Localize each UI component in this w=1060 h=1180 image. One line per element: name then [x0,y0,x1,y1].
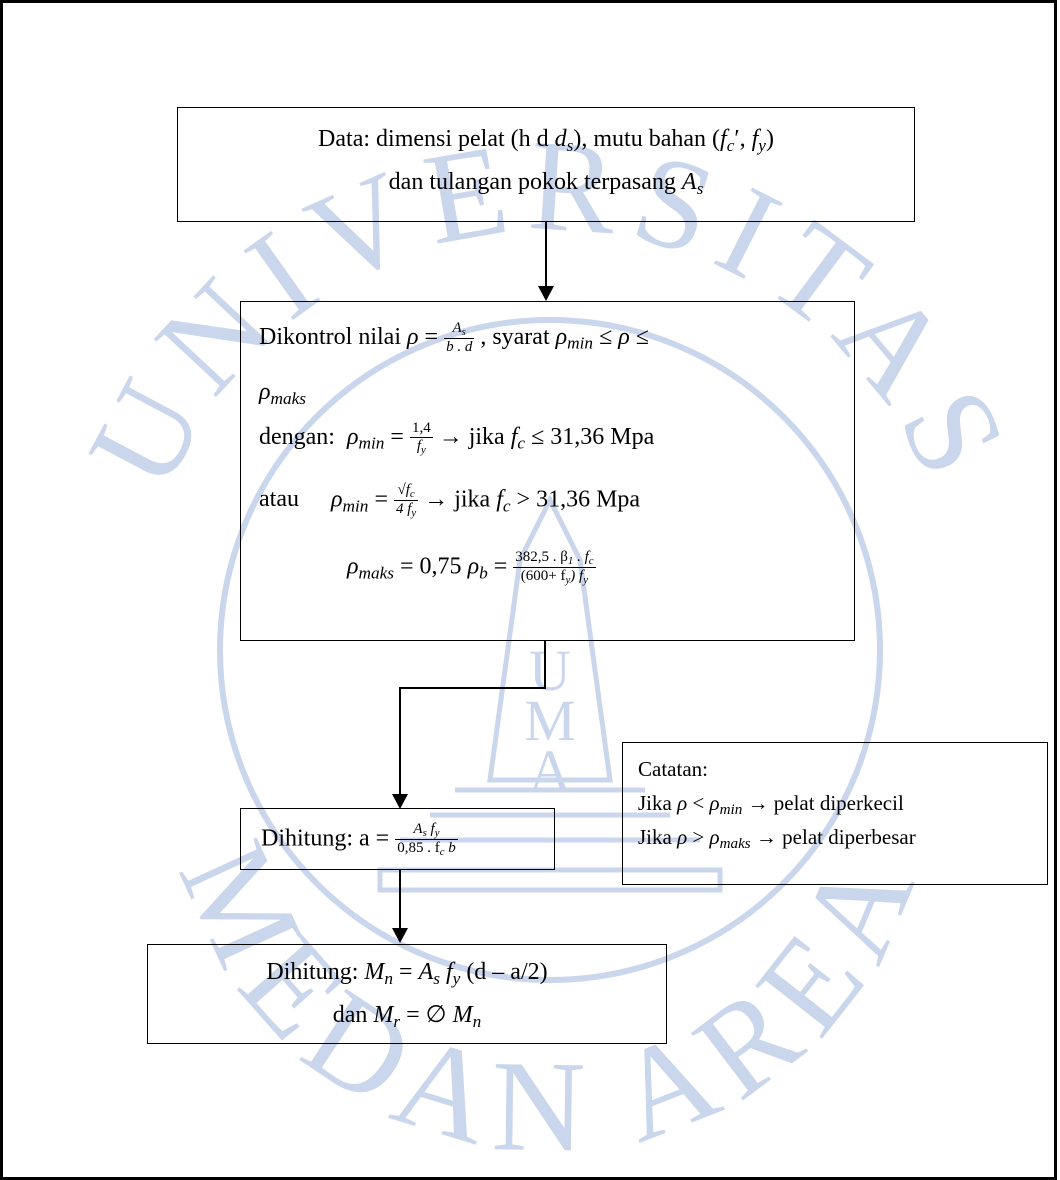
arrowhead-3 [392,928,408,943]
arrowhead-1 [538,286,554,301]
compute-moment-line-1: Dihitung: Mn = As fy (d – a/2) [266,959,548,988]
input-data-line-1: Data: dimensi pelat (h d ds), mutu bahan… [318,126,774,155]
input-data-line-2: dan tulangan pokok terpasang As [388,169,704,198]
compute-moment-box: Dihitung: Mn = As fy (d – a/2) dan Mr = … [147,944,667,1044]
connector-2 [399,640,546,796]
rho-check-line-2: ρmaks [259,379,307,408]
input-data-box: Data: dimensi pelat (h d ds), mutu bahan… [177,107,915,222]
note-box: Catatan: Jika ρ < ρmin → pelat diperkeci… [622,742,1048,885]
note-title: Catatan: [638,757,708,781]
compute-moment-line-2: dan Mr = ∅ Mn [332,1002,482,1031]
note-row-2: Jika ρ > ρmaks → pelat diperbesar [638,825,916,853]
rho-maks-formula: ρmaks = 0,75 ρb = 382,5 . β1 . fc(600+ f… [347,549,596,587]
arrowhead-2 [392,794,408,809]
note-row-1: Jika ρ < ρmin → pelat diperkecil [638,791,904,819]
